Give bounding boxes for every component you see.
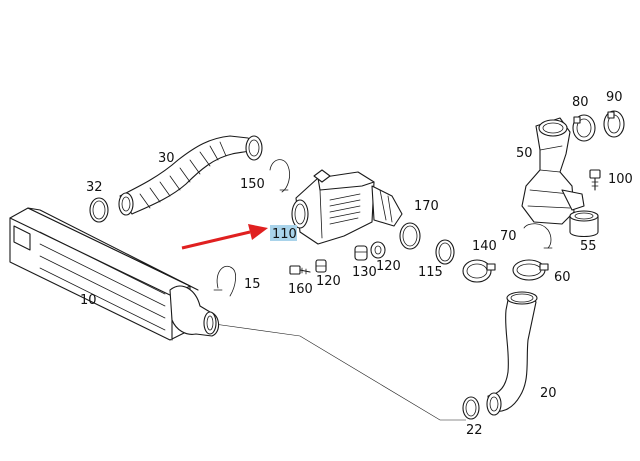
label-140: 140 bbox=[472, 239, 497, 254]
hose-20 bbox=[486, 291, 538, 416]
label-115: 115 bbox=[418, 265, 443, 280]
screw-100 bbox=[589, 169, 601, 191]
hose-30 bbox=[118, 135, 263, 216]
label-32: 32 bbox=[86, 180, 103, 195]
ring-22 bbox=[462, 396, 480, 420]
nut-120-left bbox=[315, 259, 327, 273]
label-110: 110 bbox=[272, 227, 297, 242]
coupling-55 bbox=[569, 210, 599, 238]
ring-32 bbox=[89, 197, 109, 223]
label-30: 30 bbox=[158, 151, 175, 166]
label-120-right: 120 bbox=[376, 259, 401, 274]
label-100: 100 bbox=[608, 172, 633, 187]
clamp-140 bbox=[462, 259, 496, 283]
label-70: 70 bbox=[500, 229, 517, 244]
highlight-arrow bbox=[181, 224, 268, 250]
intercooler bbox=[9, 207, 220, 341]
clamp-150 bbox=[269, 159, 290, 193]
clip-15 bbox=[213, 265, 236, 297]
clamp-80 bbox=[572, 114, 596, 142]
ring-115 bbox=[435, 239, 455, 265]
label-90: 90 bbox=[606, 90, 623, 105]
label-130: 130 bbox=[352, 265, 377, 280]
leader-intercooler-to-pipe bbox=[199, 321, 466, 421]
clip-70 bbox=[523, 223, 553, 249]
grommet-130 bbox=[354, 245, 368, 261]
label-50: 50 bbox=[516, 146, 533, 161]
label-170: 170 bbox=[414, 199, 439, 214]
label-80: 80 bbox=[572, 95, 589, 110]
clamp-90 bbox=[603, 110, 625, 138]
label-150: 150 bbox=[240, 177, 265, 192]
bolt-160 bbox=[289, 265, 311, 275]
label-22: 22 bbox=[466, 423, 483, 438]
highlight-label-bg bbox=[270, 225, 297, 241]
label-55: 55 bbox=[580, 239, 597, 254]
label-20: 20 bbox=[540, 386, 557, 401]
label-15: 15 bbox=[244, 277, 261, 292]
pipe-50 bbox=[521, 117, 585, 225]
label-120-left: 120 bbox=[316, 274, 341, 289]
clamp-60 bbox=[512, 259, 549, 281]
ring-170 bbox=[399, 222, 421, 250]
nut-120-right bbox=[370, 241, 386, 259]
air-duct-110 bbox=[291, 169, 403, 245]
label-60: 60 bbox=[554, 270, 571, 285]
label-10: 10 bbox=[80, 293, 97, 308]
label-160: 160 bbox=[288, 282, 313, 297]
